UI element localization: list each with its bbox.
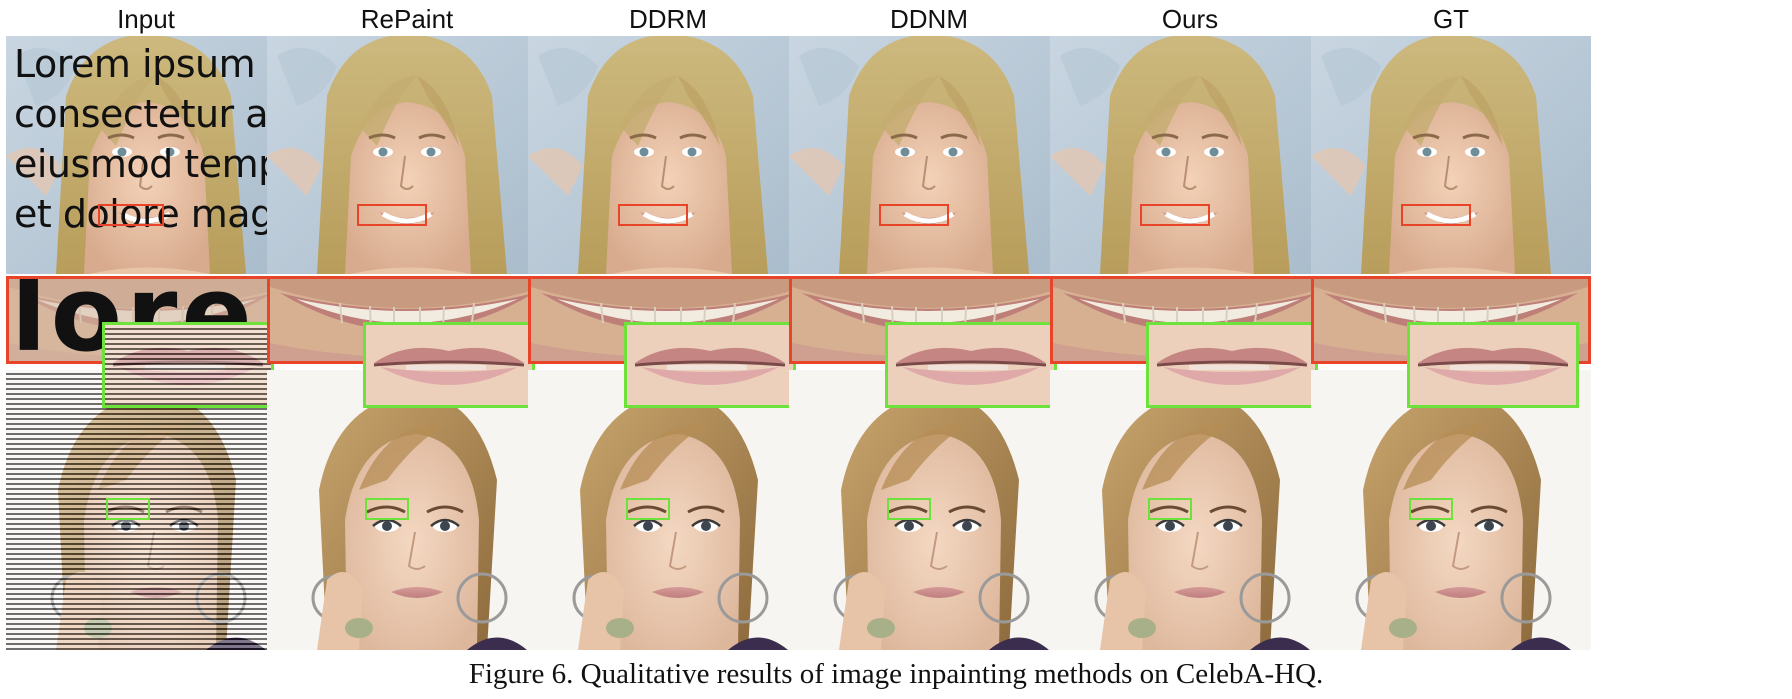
column-input: Input Lorem ipsum d consectetur ad eiusm… — [6, 0, 286, 650]
column-ours: Ours — [1050, 0, 1330, 650]
zoom-region-marker-green — [1409, 498, 1453, 520]
column-header: RePaint — [360, 4, 454, 34]
face1-image — [1311, 36, 1591, 274]
column-header: DDNM — [890, 4, 968, 34]
face1-image — [789, 36, 1069, 274]
zoom-region-marker-red — [357, 204, 427, 226]
zoom-region-marker-red — [1140, 204, 1210, 226]
zoom-region-marker-red — [98, 204, 164, 226]
zoom-region-marker-green — [887, 498, 931, 520]
zoom-region-marker-red — [1401, 204, 1471, 226]
column-header: Ours — [1161, 4, 1219, 34]
zoom-region-marker-green — [626, 498, 670, 520]
face1-image — [528, 36, 808, 274]
column-repaint: RePaint — [267, 0, 547, 650]
face1-image — [1050, 36, 1330, 274]
zoom-region-marker-green — [106, 498, 150, 520]
zoom-region-marker-red — [879, 204, 949, 226]
zoom-region-marker-green — [1148, 498, 1192, 520]
column-ddnm: DDNM — [789, 0, 1069, 650]
zoom-region-marker-red — [618, 204, 688, 226]
zoom-crop-green — [885, 322, 1057, 408]
column-header: DDRM — [629, 4, 707, 34]
zoom-crop-green — [102, 322, 274, 408]
face1-image — [267, 36, 547, 274]
zoom-crop-green — [624, 322, 796, 408]
figure-caption: Figure 6. Qualitative results of image i… — [468, 658, 1324, 690]
zoom-crop-green — [1407, 322, 1579, 408]
column-header: Input — [117, 4, 175, 34]
zoom-crop-green — [1146, 322, 1318, 408]
zoom-region-marker-green — [365, 498, 409, 520]
face2-image — [6, 370, 286, 650]
stripe-mask-overlay — [105, 325, 271, 405]
stripe-mask-overlay — [6, 370, 286, 650]
zoom-crop-green — [363, 322, 535, 408]
column-header: GT — [1432, 4, 1470, 34]
column-gt: GT — [1311, 0, 1591, 650]
column-ddrm: DDRM — [528, 0, 808, 650]
face1-image — [6, 36, 286, 274]
